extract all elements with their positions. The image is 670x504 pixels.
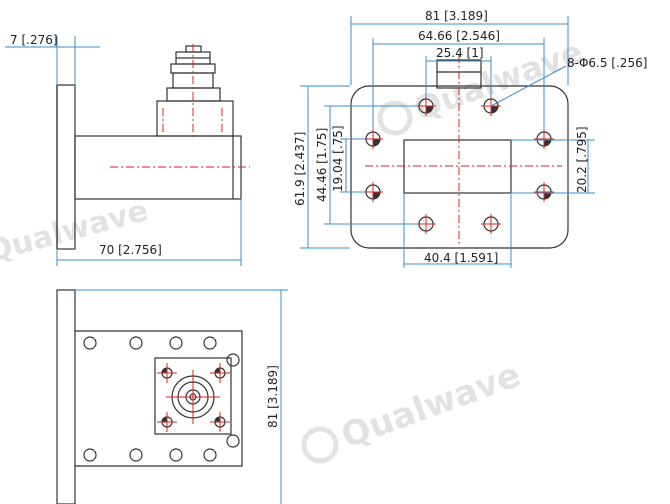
dim-side-length: 70 [2.756] xyxy=(99,243,162,257)
dim-front-hole-pitch-outer: 64.66 [2.546] xyxy=(418,29,500,43)
front-centerlines xyxy=(365,55,562,244)
watermark-text-left: Qualwave xyxy=(0,193,152,270)
dim-front-width: 81 [3.189] xyxy=(425,9,488,23)
side-centerlines xyxy=(110,44,250,168)
top-connector-plate xyxy=(154,357,232,435)
dim-front-height: 61.9 [2.437] xyxy=(293,132,307,206)
top-body xyxy=(75,330,243,467)
dim-top-width: 81 [3.189] xyxy=(266,365,280,428)
watermark-logo-icon-2 xyxy=(301,426,339,464)
watermark-bottom: Qualwave xyxy=(301,355,526,464)
watermark-group: Qualwave Qualwave Qualwave xyxy=(0,32,588,464)
dim-front-holes: 8-Φ6.5 [.256] xyxy=(567,56,647,70)
side-connector xyxy=(156,45,234,137)
top-dimensions xyxy=(76,289,288,504)
top-plate-hole-markers xyxy=(162,368,220,422)
watermark-text-bottom: Qualwave xyxy=(336,355,526,457)
front-flange-outline xyxy=(350,85,569,249)
dim-flange-thickness: 7 [.276] xyxy=(10,33,58,47)
dim-front-hole-pitch-inner: 25.4 [1] xyxy=(436,46,484,60)
dim-front-hole-span-vertical: 44.46 [1.75] xyxy=(315,128,329,202)
top-centerlines xyxy=(157,363,230,432)
dim-front-hole-pitch-vertical: 19.04 [.75] xyxy=(331,125,345,192)
front-hole-crosses xyxy=(363,96,554,234)
side-dimensions xyxy=(5,36,242,266)
front-dimensions xyxy=(300,16,595,268)
dim-front-aperture-height: 20.2 [.795] xyxy=(575,126,589,193)
top-flange xyxy=(56,289,76,504)
front-hole-markers xyxy=(373,106,551,199)
dim-front-aperture-width: 40.4 [1.591] xyxy=(424,251,498,265)
watermark-logo-icon xyxy=(377,100,413,136)
